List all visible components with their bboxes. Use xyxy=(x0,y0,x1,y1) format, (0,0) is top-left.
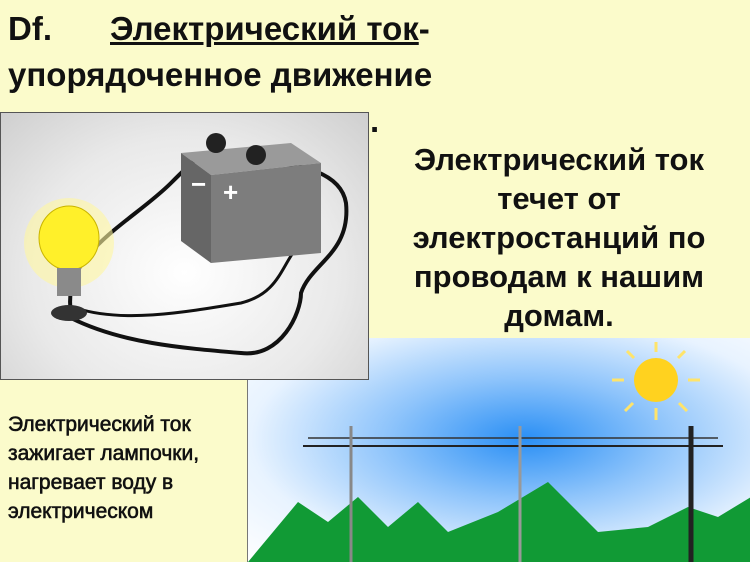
battery-icon: − + xyxy=(181,133,321,263)
wire xyxy=(75,241,303,318)
battery-circuit-illustration: − + xyxy=(0,112,369,380)
landscape-drawing xyxy=(248,342,750,562)
sun-icon xyxy=(612,342,700,420)
left-description: Электрический ток зажигает лампочки, наг… xyxy=(8,413,200,524)
plus-sign: + xyxy=(223,177,238,207)
slide-title: Df. Электрический ток- упорядоченное движ… xyxy=(8,6,432,144)
right-description: Электрический ток течет от электростанци… xyxy=(412,142,706,333)
title-line-3: . xyxy=(370,102,380,139)
title-line-2: упорядоченное движение xyxy=(8,56,433,93)
light-bulb-icon xyxy=(24,198,114,321)
minus-sign: − xyxy=(191,169,206,199)
definition-label: Df. xyxy=(8,10,52,47)
title-dash: - xyxy=(418,10,430,47)
term: Электрический ток xyxy=(110,10,419,47)
hills xyxy=(248,482,750,562)
wire xyxy=(70,161,349,356)
circuit-drawing: − + xyxy=(24,133,349,356)
